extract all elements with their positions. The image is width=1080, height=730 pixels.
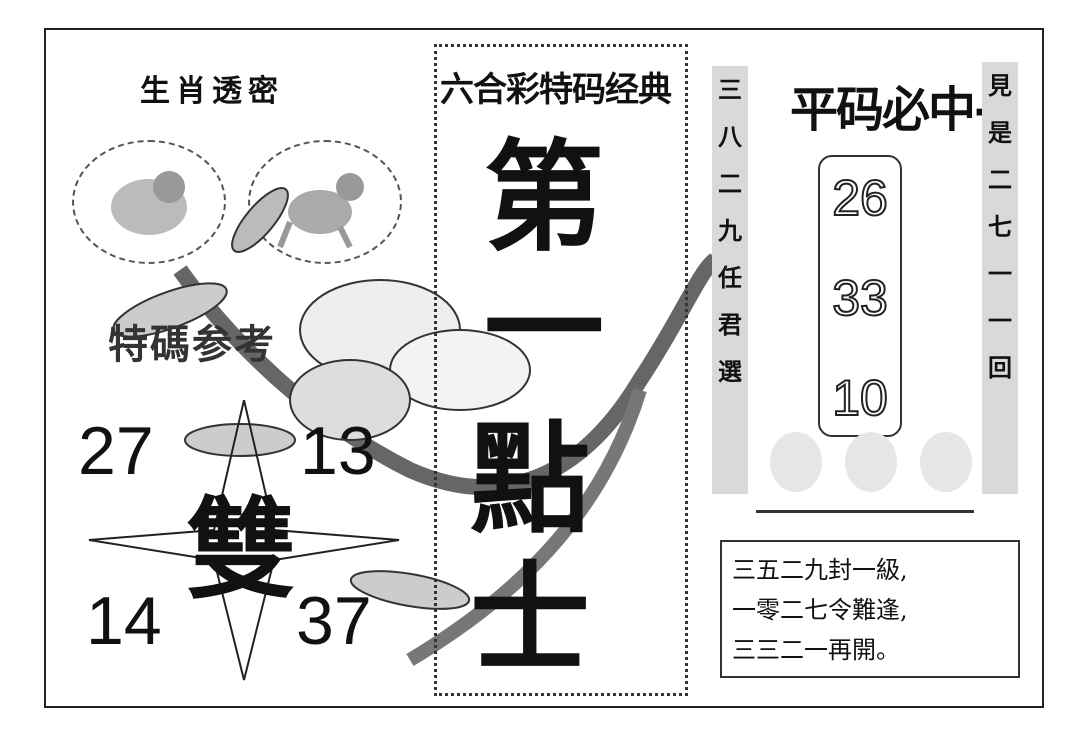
column-char: 是 [988, 118, 1012, 147]
poem-box: 三五二九封一級, 一零二七令難逢, 三三二一再開。 [720, 540, 1020, 678]
egg-decoration [770, 432, 822, 492]
left-title: 生肖透密 [140, 74, 284, 109]
divider [756, 510, 974, 513]
flower-branch-illustration [112, 187, 720, 667]
column-char: 二 [988, 165, 1012, 194]
number-box: 26 33 10 [818, 155, 902, 437]
right-vertical-text: 見 是 二 七 一 一 回 [982, 62, 1018, 494]
special-number: 37 [296, 583, 372, 659]
big-char: 點 [470, 409, 590, 550]
middle-dotted-box [434, 44, 688, 696]
left-vertical-text: 三 八 二 九 任 君 選 [712, 66, 748, 494]
column-char: 回 [988, 353, 1012, 382]
pin-title: 平码必中- [790, 82, 994, 138]
big-char: 一 [484, 259, 604, 400]
monkey-icon [248, 140, 402, 264]
flat-number: 10 [831, 369, 889, 427]
double-char: 雙 [186, 485, 296, 614]
poem-line: 三五二九封一級, [732, 556, 908, 584]
big-char: 第 [484, 127, 604, 268]
column-char: 選 [718, 357, 742, 386]
page-frame [44, 28, 1044, 708]
flat-number: 26 [831, 169, 889, 227]
column-char: 八 [718, 122, 742, 151]
column-char: 九 [718, 216, 742, 245]
tiger-icon [72, 140, 226, 264]
special-number: 27 [78, 413, 154, 489]
column-char: 君 [718, 310, 742, 339]
poem-line: 三三二一再開。 [732, 636, 900, 664]
poem-line: 一零二七令難逢, [732, 596, 908, 624]
special-number: 14 [86, 583, 162, 659]
flat-number: 33 [831, 269, 889, 327]
egg-decoration [845, 432, 897, 492]
column-char: 見 [988, 71, 1012, 100]
column-char: 三 [718, 75, 742, 104]
column-char: 任 [718, 263, 742, 292]
big-char: 士 [470, 549, 590, 690]
special-number: 13 [300, 413, 376, 489]
column-char: 二 [718, 169, 742, 198]
column-char: 一 [988, 306, 1012, 335]
column-char: 一 [988, 259, 1012, 288]
column-char: 七 [988, 212, 1012, 241]
diamond-star-shape [88, 400, 400, 681]
reference-label: 特碼参考 [108, 322, 276, 368]
egg-decoration [920, 432, 972, 492]
middle-title: 六合彩特码经典 [440, 70, 672, 110]
